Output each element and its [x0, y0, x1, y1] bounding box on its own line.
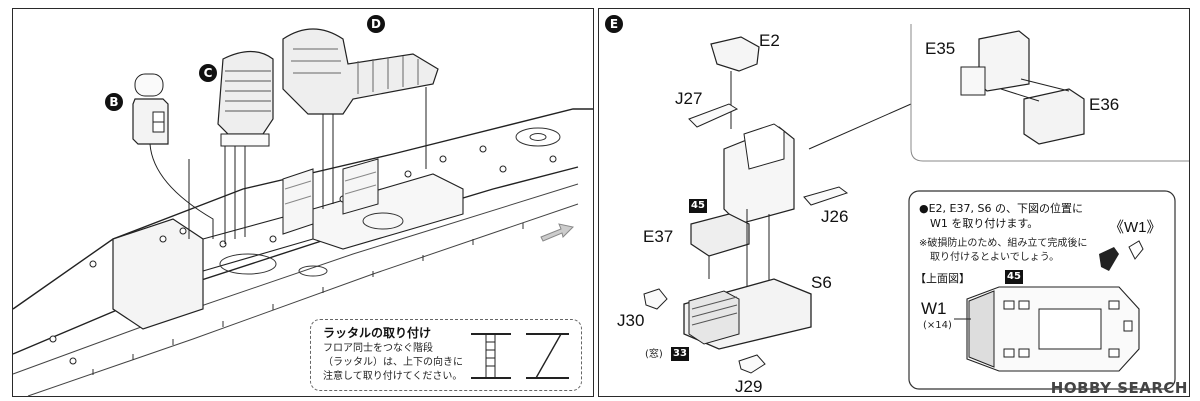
ladder-note-line1: フロア同士をつなぐ階段 [323, 343, 433, 354]
ladder-diagram [471, 333, 569, 379]
w1-subnote-1: ※破損防止のため、組み立て完成後に [919, 238, 1088, 249]
ladder-note-line2: （ラッタル）は、上下の向きに [323, 357, 463, 368]
part-j29-label: J29 [735, 377, 763, 396]
part-badge-45-top: 45 [1005, 270, 1023, 284]
w1-note-title: ●E2, E37, S6 の、下図の位置に [919, 202, 1083, 215]
left-step-panel: B C D ラッタルの取り付け フロア同士をつなぐ階段 （ラッタル）は、上下の向… [12, 8, 594, 397]
part-j30-label: J30 [617, 311, 645, 330]
w1-note-line2: W1 を取り付けます。 [930, 217, 1039, 230]
part-badge-33: 33 [671, 347, 689, 361]
top-view-heading: 【上面図】 [915, 272, 970, 285]
ladder-note-box: ラッタルの取り付け フロア同士をつなぐ階段 （ラッタル）は、上下の向きに 注意し… [310, 319, 582, 391]
ladder-note-title: ラッタルの取り付け [323, 326, 432, 340]
right-step-panel: E [598, 8, 1190, 397]
step-e-circle: E [605, 15, 623, 33]
window-label: (窓) [645, 349, 663, 360]
part-e35-label: E35 [925, 39, 956, 58]
part-e36-label: E36 [1089, 95, 1120, 114]
part-w1-label: W1 [921, 299, 947, 318]
w1-bracket-label: 《W1》 [1109, 219, 1162, 236]
step-c-circle: C [199, 64, 217, 82]
part-j27-label: J27 [675, 89, 703, 108]
step-b-circle: B [105, 93, 123, 111]
ladder-note-line3: 注意して取り付けてください。 [323, 371, 463, 382]
step-d-circle: D [367, 15, 385, 33]
step-e-parts-drawing [643, 24, 1189, 390]
w1-subnote-2: 取り付けるとよいでしょう。 [930, 252, 1060, 263]
part-s6-label: S6 [811, 273, 832, 292]
part-e2-label: E2 [759, 31, 780, 50]
part-j26-label: J26 [821, 207, 849, 226]
w1-count: (×14) [923, 320, 952, 331]
hobby-search-watermark: HOBBY SEARCH [1050, 379, 1188, 397]
part-badge-45-e37: 45 [689, 199, 707, 213]
part-e37-label: E37 [643, 227, 674, 246]
ship-deck-drawing [12, 28, 593, 397]
